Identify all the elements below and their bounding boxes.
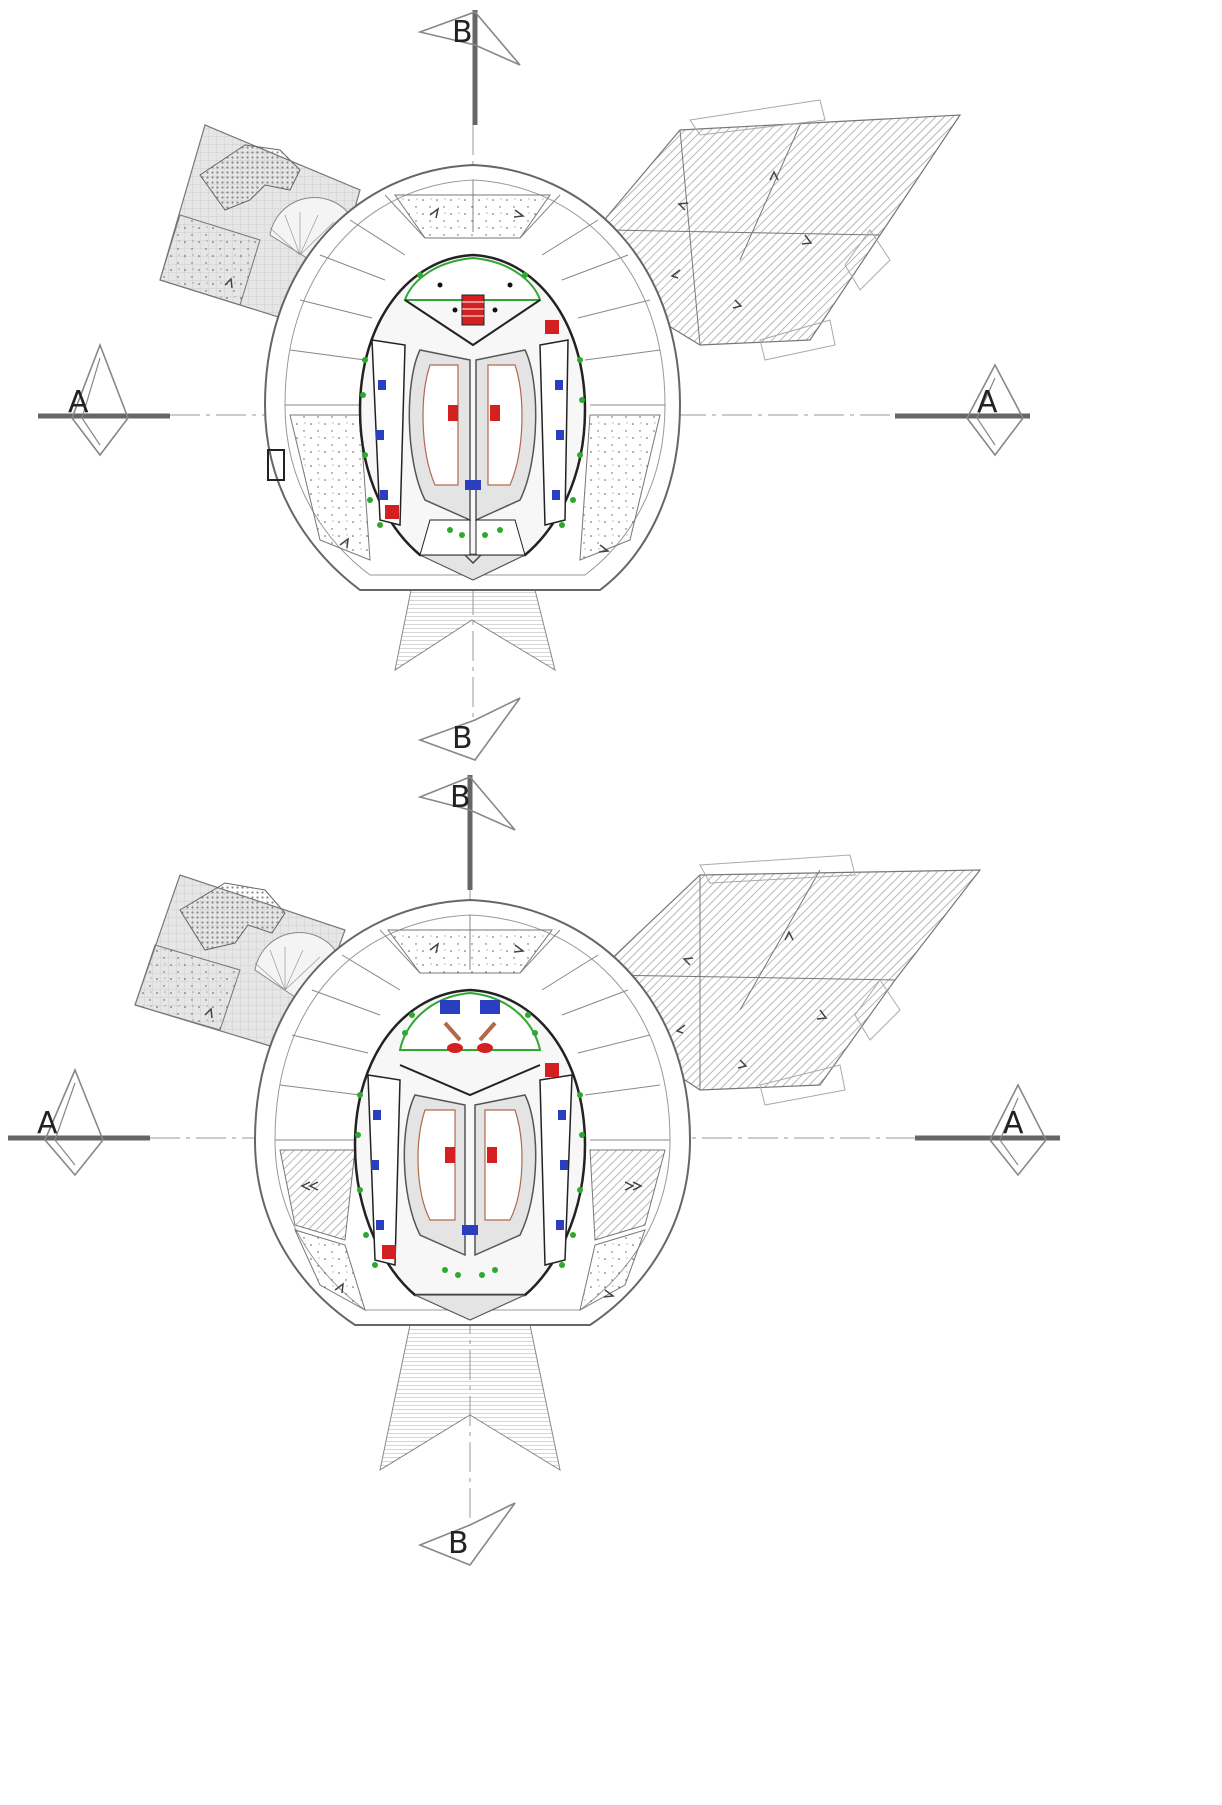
- section-label-a-left: A: [68, 385, 89, 420]
- section-marker-b-top: B: [417, 775, 516, 890]
- arrow-icon: [224, 170, 813, 565]
- section-marker-a-right: A: [915, 1083, 1060, 1177]
- section-marker-a-left: A: [38, 342, 170, 457]
- section-label-b-top: B: [452, 15, 473, 50]
- section-marker-b-bottom: B: [417, 1502, 516, 1566]
- inner-building: [353, 988, 587, 1321]
- upper-floor-plan: A A B B: [38, 10, 1030, 761]
- tree-icon: [360, 272, 585, 538]
- section-label-a-left: A: [37, 1106, 58, 1141]
- hatched-roof: [604, 854, 982, 1106]
- section-label-a-right: A: [1003, 1106, 1024, 1141]
- tree-icon: [355, 1012, 585, 1278]
- lower-floor-plan: A A B B: [8, 775, 1060, 1566]
- section-label-b-bottom: B: [452, 721, 473, 756]
- section-label-b-bottom: B: [448, 1526, 469, 1561]
- section-marker-a-left: A: [8, 1067, 150, 1177]
- section-label-b-top: B: [450, 780, 471, 815]
- section-label-a-right: A: [977, 385, 998, 420]
- outer-ring: [253, 898, 692, 1326]
- arrow-icon: [204, 930, 828, 1298]
- inner-building: [358, 253, 587, 581]
- section-marker-b-top: B: [417, 10, 521, 125]
- section-marker-b-bottom: B: [417, 697, 521, 761]
- section-marker-a-right: A: [895, 363, 1030, 457]
